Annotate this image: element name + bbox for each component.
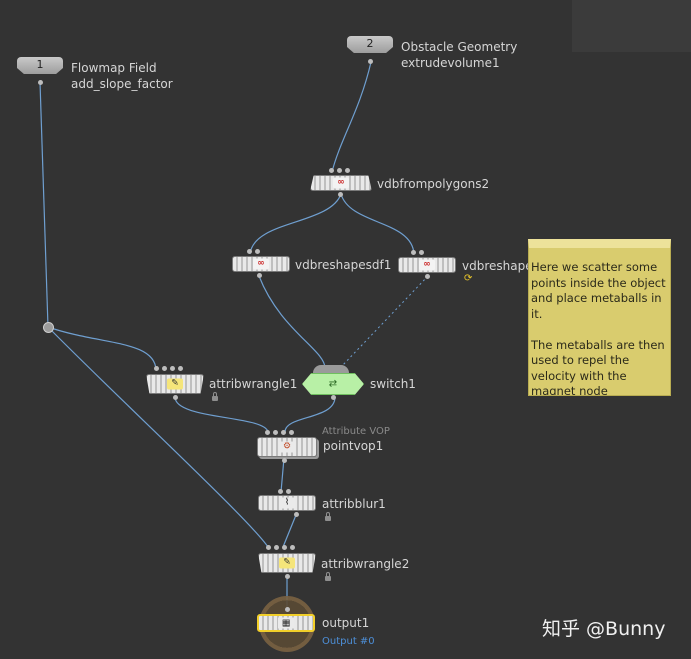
wire	[249, 193, 342, 255]
subnet-input-index: 1	[36, 58, 44, 71]
corner-panel	[572, 0, 691, 52]
input-connector[interactable]	[289, 430, 294, 435]
input-connector[interactable]	[274, 545, 279, 550]
input-connector[interactable]	[281, 430, 286, 435]
output-connector[interactable]	[285, 574, 290, 579]
switch-input-bar[interactable]	[313, 365, 349, 373]
wire-inactive	[339, 275, 429, 369]
node-vdbreshapesdf1[interactable]: ∞	[232, 256, 290, 272]
input-connector[interactable]	[286, 489, 291, 494]
wrangle-icon: ✎	[279, 557, 295, 569]
wire	[258, 275, 326, 369]
output-connector[interactable]	[257, 273, 262, 278]
output-connector[interactable]	[368, 59, 373, 64]
output-connector[interactable]	[282, 458, 287, 463]
output-connector[interactable]	[425, 274, 430, 279]
input-connector[interactable]	[329, 168, 334, 173]
wire	[47, 326, 157, 371]
wire	[39, 81, 49, 328]
subnet-input-1-name: Flowmap Field	[71, 61, 157, 75]
wire	[280, 457, 285, 493]
vop-icon: ⚙	[279, 441, 295, 453]
wire	[282, 514, 297, 548]
input-connector[interactable]	[162, 366, 167, 371]
output-connector[interactable]	[338, 192, 343, 197]
sticky-note[interactable]: Here we scatter some points inside the o…	[528, 239, 671, 396]
lock-icon	[325, 572, 331, 581]
sticky-note-text[interactable]: Here we scatter some points inside the o…	[531, 260, 666, 396]
vdb-icon: ∞	[253, 258, 269, 270]
wire	[47, 326, 269, 548]
output-connector[interactable]	[331, 395, 336, 400]
output-connector[interactable]	[294, 512, 299, 517]
wrangle-icon: ✎	[167, 378, 183, 390]
node-attribwrangle2[interactable]: ✎	[258, 553, 316, 573]
dot-node[interactable]	[43, 322, 54, 333]
subnet-input-2[interactable]: 2	[347, 36, 393, 53]
vdb-icon: ∞	[333, 177, 349, 189]
node-name: vdbreshapesdf1	[295, 258, 392, 272]
input-connector[interactable]	[273, 430, 278, 435]
vdb-icon: ∞	[419, 259, 435, 271]
sync-icon: ⟳	[464, 273, 473, 284]
output-icon: ▦	[278, 617, 294, 629]
input-connector[interactable]	[282, 545, 287, 550]
lock-icon	[212, 392, 218, 401]
node-name: attribwrangle2	[321, 557, 410, 571]
wire	[340, 193, 415, 255]
node-type-label: Attribute VOP	[322, 426, 390, 437]
input-connector[interactable]	[178, 366, 183, 371]
input-connector[interactable]	[255, 249, 260, 254]
subnet-input-2-name: Obstacle Geometry	[401, 40, 518, 54]
node-output1[interactable]: ▦	[257, 614, 315, 632]
node-pointvop1[interactable]: ⚙	[257, 437, 317, 457]
input-connector[interactable]	[266, 545, 271, 550]
output-connector[interactable]	[38, 80, 43, 85]
input-connector[interactable]	[345, 168, 350, 173]
node-name: output1	[322, 616, 370, 630]
minimize-icon[interactable]	[535, 241, 545, 243]
node-vdbreshapesdf2[interactable]: ∞	[398, 257, 456, 273]
subnet-input-1[interactable]: 1	[17, 57, 63, 74]
input-connector[interactable]	[290, 545, 295, 550]
node-name: attribblur1	[322, 497, 386, 511]
node-name: attribwrangle1	[209, 377, 298, 391]
node-name: vdbfrompolygons2	[377, 177, 490, 191]
node-vdbfrompolygons2[interactable]: ∞	[310, 175, 372, 191]
wire	[174, 396, 269, 433]
input-connector[interactable]	[278, 489, 283, 494]
lock-icon	[325, 512, 331, 521]
watermark: 知乎 @Bunny	[542, 618, 666, 640]
switch-icon: ⇄	[328, 378, 338, 390]
input-connector[interactable]	[170, 366, 175, 371]
input-connector[interactable]	[154, 366, 159, 371]
output-index-label: Output #0	[322, 636, 375, 647]
input-connector[interactable]	[247, 249, 252, 254]
input-connector[interactable]	[265, 430, 270, 435]
wire	[284, 396, 336, 433]
input-connector[interactable]	[337, 168, 342, 173]
node-name: switch1	[370, 377, 416, 391]
input-connector[interactable]	[411, 250, 416, 255]
input-connector[interactable]	[419, 250, 424, 255]
output-connector[interactable]	[173, 395, 178, 400]
subnet-input-index: 2	[366, 37, 374, 50]
node-attribblur1[interactable]: ⌇	[258, 495, 316, 511]
subnet-input-1-subtitle: add_slope_factor	[71, 77, 173, 91]
blur-icon: ⌇	[279, 497, 295, 509]
node-switch1[interactable]: ⇄	[302, 373, 364, 395]
subnet-input-2-subtitle: extrudevolume1	[401, 56, 500, 70]
node-name: pointvop1	[323, 439, 384, 453]
wire	[331, 61, 372, 173]
node-attribwrangle1[interactable]: ✎	[146, 374, 204, 394]
input-connector[interactable]	[285, 607, 290, 612]
